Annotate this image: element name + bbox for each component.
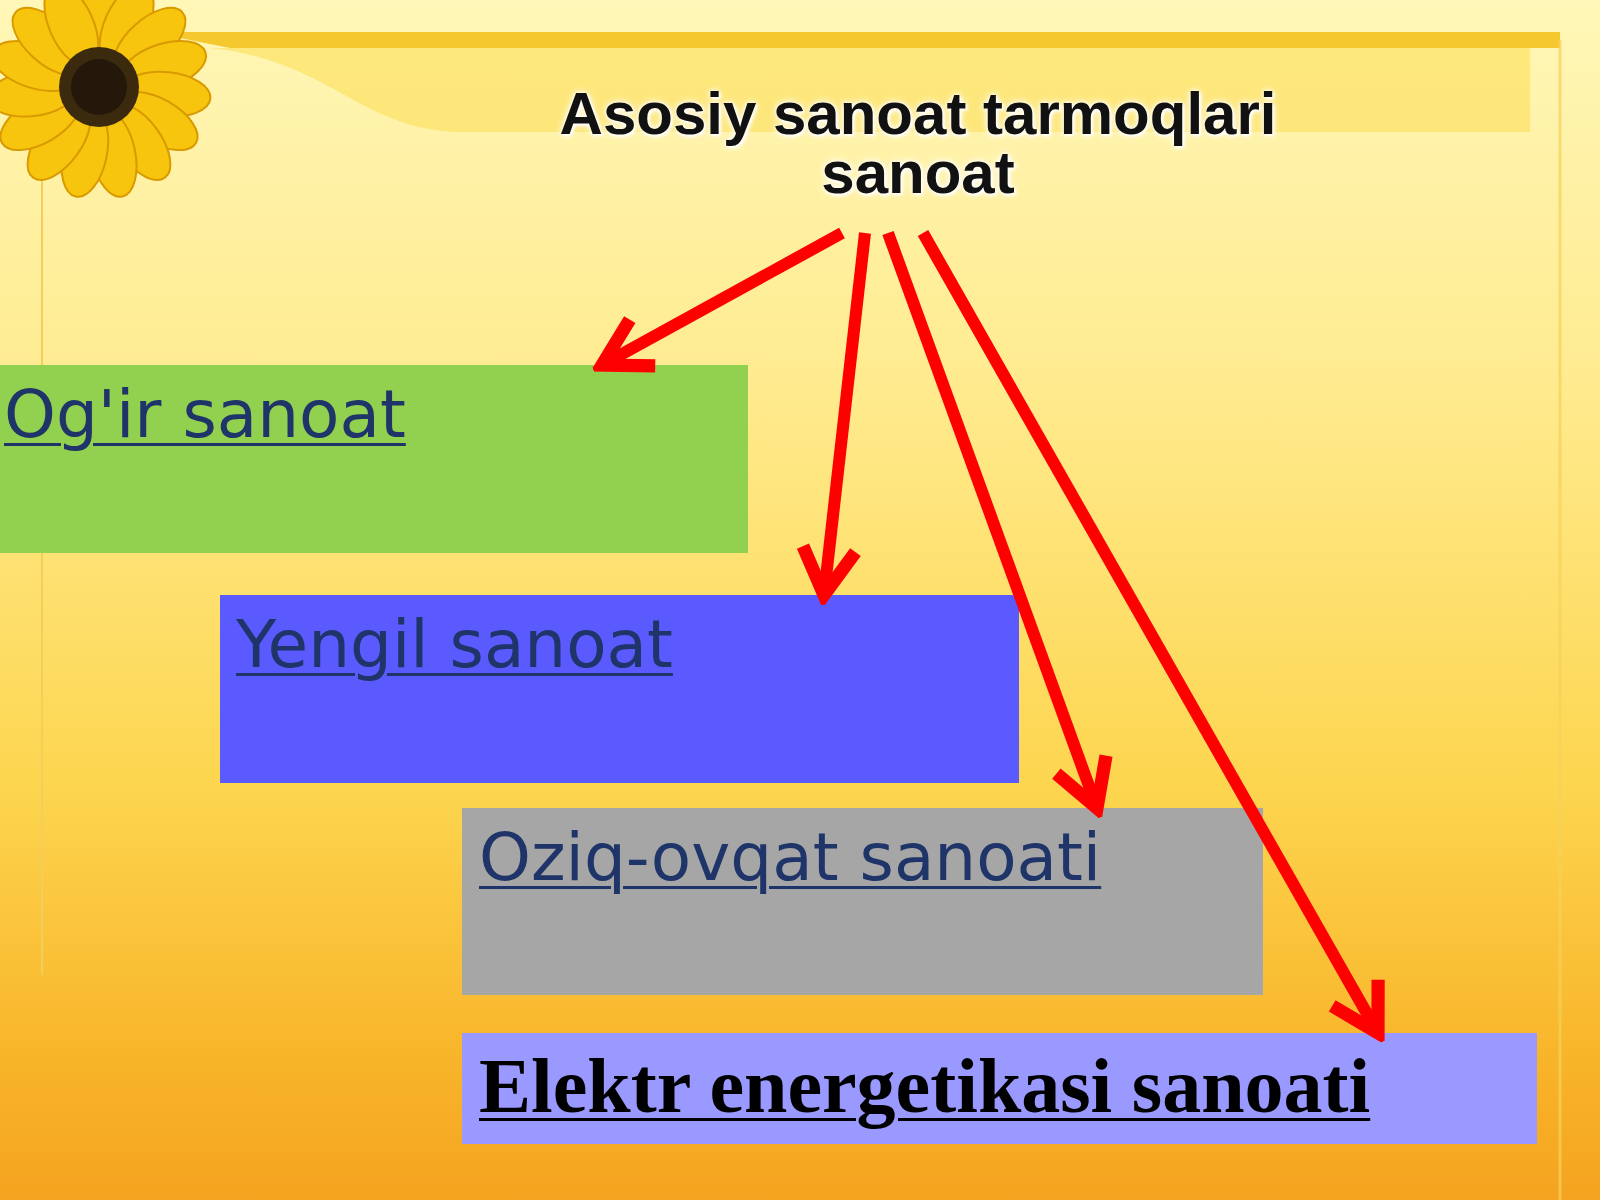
frame-line xyxy=(41,140,43,975)
arrow-connector xyxy=(602,233,842,365)
industry-box: Og'ir sanoat xyxy=(0,365,748,553)
box-label: Elektr energetikasi sanoati xyxy=(479,1039,1537,1133)
industry-box: Yengil sanoat xyxy=(220,595,1019,783)
box-label: Yengil sanoat xyxy=(236,605,1019,684)
top-band xyxy=(150,32,1560,48)
title-heading: Asosiy sanoat tarmoqlari sanoat xyxy=(518,84,1318,233)
arrow-connector xyxy=(824,233,865,595)
sunflower xyxy=(0,0,213,201)
industry-box: Oziq-ovqat sanoati xyxy=(462,808,1263,995)
title-text: Asosiy sanoat tarmoqlari sanoat xyxy=(518,84,1318,202)
arrow-connector xyxy=(888,233,1097,808)
industry-box: Elektr energetikasi sanoati xyxy=(462,1033,1537,1144)
frame-line xyxy=(1559,40,1562,1200)
box-label: Oziq-ovqat sanoati xyxy=(479,818,1263,897)
arrow-connector xyxy=(923,233,1378,1033)
box-label: Og'ir sanoat xyxy=(4,375,748,454)
